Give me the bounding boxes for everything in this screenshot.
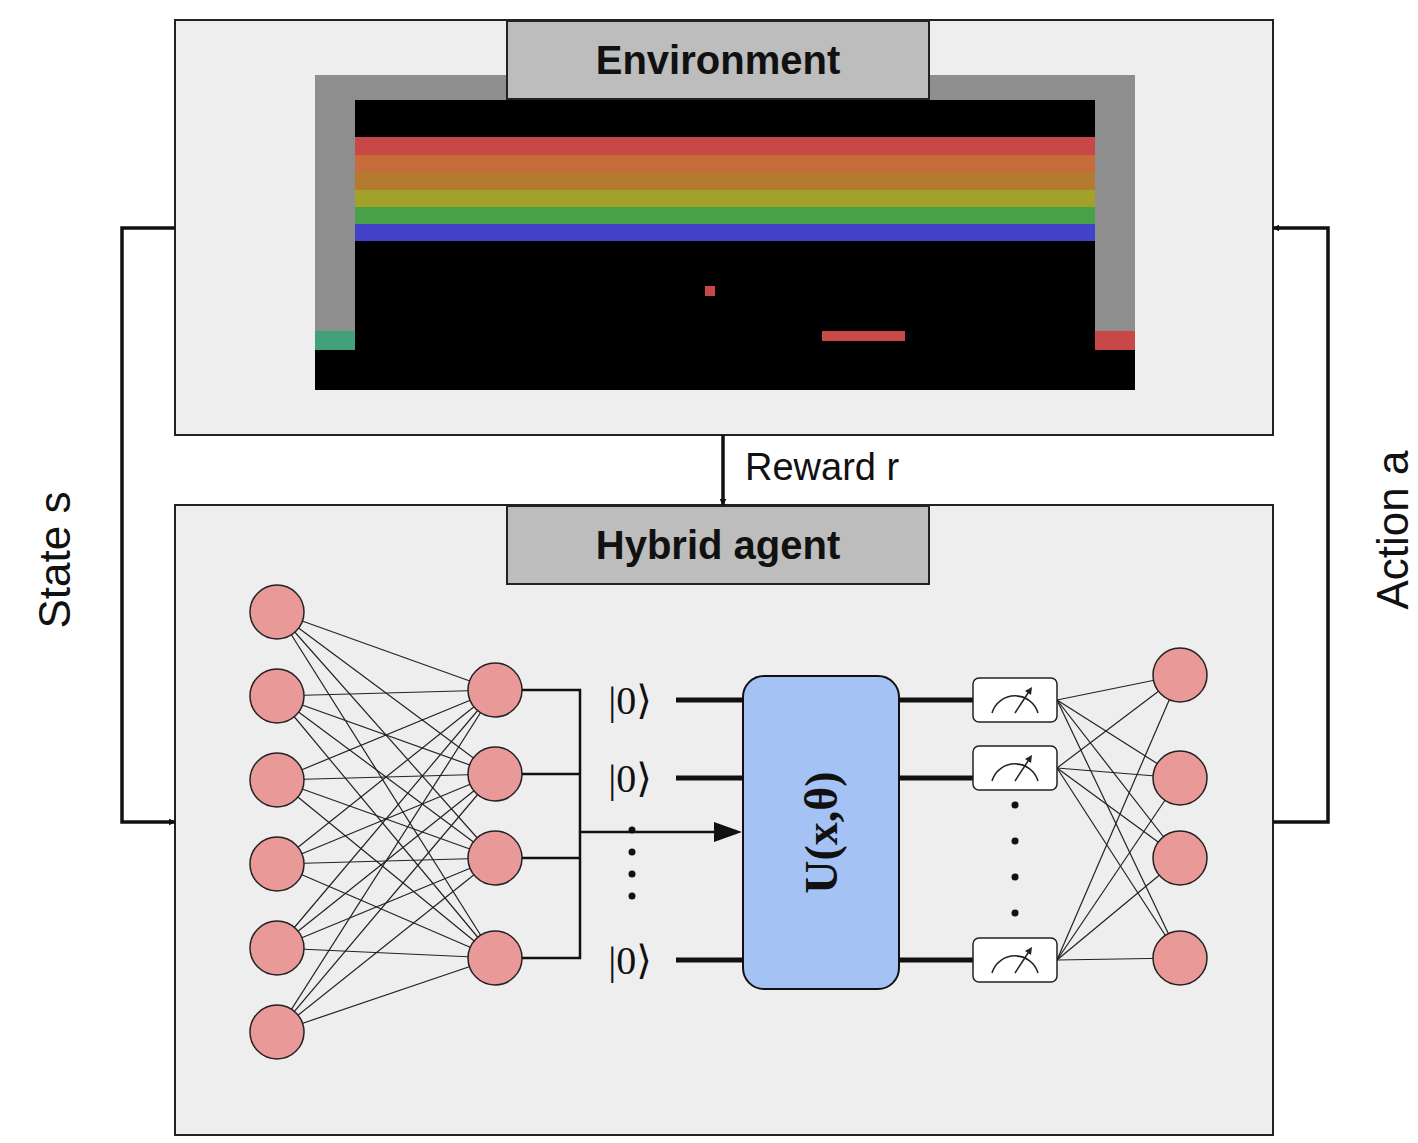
environment-panel [175, 20, 1273, 435]
panel-heading: Environment [506, 20, 930, 100]
flow-arrow [721, 435, 725, 505]
flow-arrow [1273, 228, 1328, 822]
unitary-label: U(x,θ) [795, 771, 848, 893]
edge-label: State s [30, 492, 80, 629]
qubit-state: |0⟩ [608, 677, 652, 724]
panel-box: Hybrid agentU(x,θ) [175, 505, 1273, 1135]
qubit-state: |0⟩ [608, 755, 652, 802]
flow-arrow [122, 228, 175, 822]
edge-label: Action a [1368, 451, 1418, 610]
panel-box: Environment [175, 20, 1273, 435]
qubit-state: |0⟩ [608, 937, 652, 984]
measurement-meters [973, 678, 1057, 982]
edge-label: Reward r [745, 446, 899, 489]
quantum-circuit-box: U(x,θ) [742, 675, 900, 990]
panel-heading: Hybrid agent [506, 505, 930, 585]
breakout-screen [315, 75, 1135, 390]
agent-panel [175, 505, 1273, 1135]
neural-network [250, 585, 1207, 1059]
